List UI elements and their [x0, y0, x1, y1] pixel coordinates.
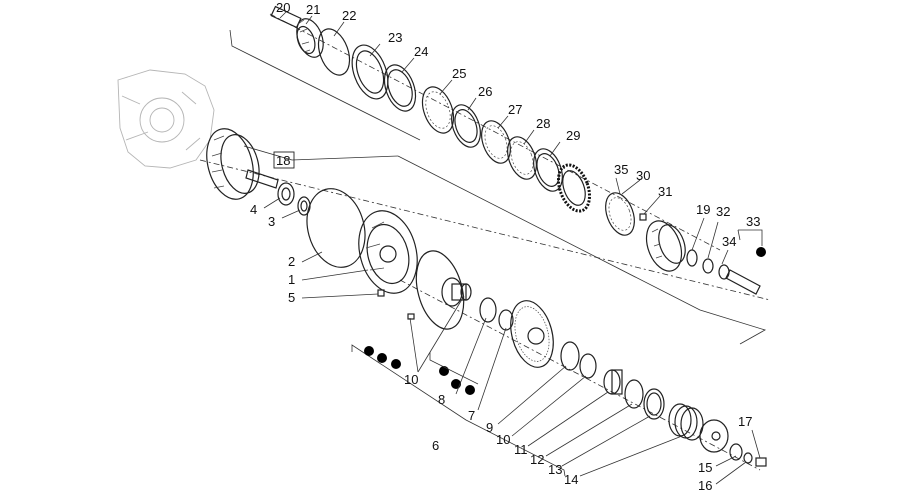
kit-dots: [364, 346, 475, 395]
part-24-disc: [383, 64, 417, 112]
label-3: 3: [268, 214, 275, 229]
part-19-washer: [686, 249, 698, 267]
label-25: 25: [452, 66, 466, 81]
label-11: 11: [514, 442, 528, 457]
label-27: 27: [508, 102, 522, 117]
part-variator-disc: [510, 300, 554, 368]
part-32-washer: [702, 258, 714, 274]
part-11-bushing: [603, 369, 623, 395]
label-24: 24: [414, 44, 428, 59]
part-friction-disc: [556, 163, 592, 213]
part-34-bearing: [718, 264, 730, 280]
part-27-disc: [481, 120, 511, 164]
part-18-drum: [206, 128, 279, 200]
label-35: 35: [614, 162, 628, 177]
label-16: 16: [698, 478, 712, 492]
axis-line-lower: [399, 279, 761, 471]
label-2: 2: [288, 254, 295, 269]
leader-lines: [243, 11, 763, 485]
part-5-screw: [377, 289, 385, 297]
part-pulley-half: [415, 250, 472, 330]
label-29: 29: [566, 128, 580, 143]
label-7: 7: [468, 408, 475, 423]
part-16-washer: [743, 452, 753, 464]
label-13: 13: [548, 462, 562, 477]
part-30-toothed-disc: [605, 192, 635, 236]
part-17-bolt: [755, 457, 767, 467]
part-14-spring: [668, 403, 704, 441]
part-23-plate: [351, 44, 389, 100]
part-9-ring: [560, 341, 580, 371]
label-34: 34: [722, 234, 736, 249]
label-30: 30: [636, 168, 650, 183]
axis-line: [199, 159, 771, 301]
label-9: 9: [486, 420, 493, 435]
label-22: 22: [342, 8, 356, 23]
part-26-disc: [451, 104, 481, 148]
label-5: 5: [288, 290, 295, 305]
label-33: 33: [746, 214, 760, 229]
label-8: 8: [438, 392, 445, 407]
part-spring-cap: [699, 419, 729, 453]
label-26: 26: [478, 84, 492, 99]
part-1-cover: [358, 210, 418, 294]
part-33-shaft: [725, 247, 766, 295]
label-18: 18: [276, 153, 290, 168]
axis-line-upper: [269, 13, 721, 251]
part-28-toothed-disc: [507, 136, 537, 180]
label-32: 32: [716, 204, 730, 219]
part-10-ring: [579, 353, 597, 379]
part-21-gear: [296, 18, 324, 58]
part-clutch-bell: [645, 220, 686, 272]
label-1: 1: [288, 272, 295, 287]
engine-housing-ghost: [117, 69, 215, 169]
label-10-upper: 10: [404, 372, 418, 387]
label-19: 19: [696, 202, 710, 217]
part-ring-b: [498, 309, 514, 331]
label-31: 31: [658, 184, 672, 199]
callout-labels: 20 21 22 23 24 25 26 27 28 29 18 35 30 3…: [250, 0, 760, 492]
label-4: 4: [250, 202, 257, 217]
part-ring-a: [479, 297, 497, 323]
part-22-o-ring: [317, 28, 351, 76]
label-17: 17: [738, 414, 752, 429]
label-15: 15: [698, 460, 712, 475]
label-20: 20: [276, 0, 290, 15]
part-31-nut: [639, 213, 647, 221]
callout-box-18: [273, 151, 295, 169]
label-6: 6: [432, 438, 439, 453]
label-12: 12: [530, 452, 544, 467]
part-2-o-ring: [306, 188, 366, 268]
part-12-ring: [624, 379, 644, 409]
group-outline-lines: [229, 29, 767, 477]
label-14: 14: [564, 472, 578, 487]
label-23: 23: [388, 30, 402, 45]
label-21: 21: [306, 2, 320, 17]
part-13-ring: [643, 388, 665, 420]
part-small-pin: [407, 313, 415, 320]
part-4-bearing: [277, 182, 295, 206]
label-28: 28: [536, 116, 550, 131]
label-10-lower: 10: [496, 432, 510, 447]
part-29-disc: [533, 148, 563, 192]
part-15-washer: [729, 443, 743, 461]
